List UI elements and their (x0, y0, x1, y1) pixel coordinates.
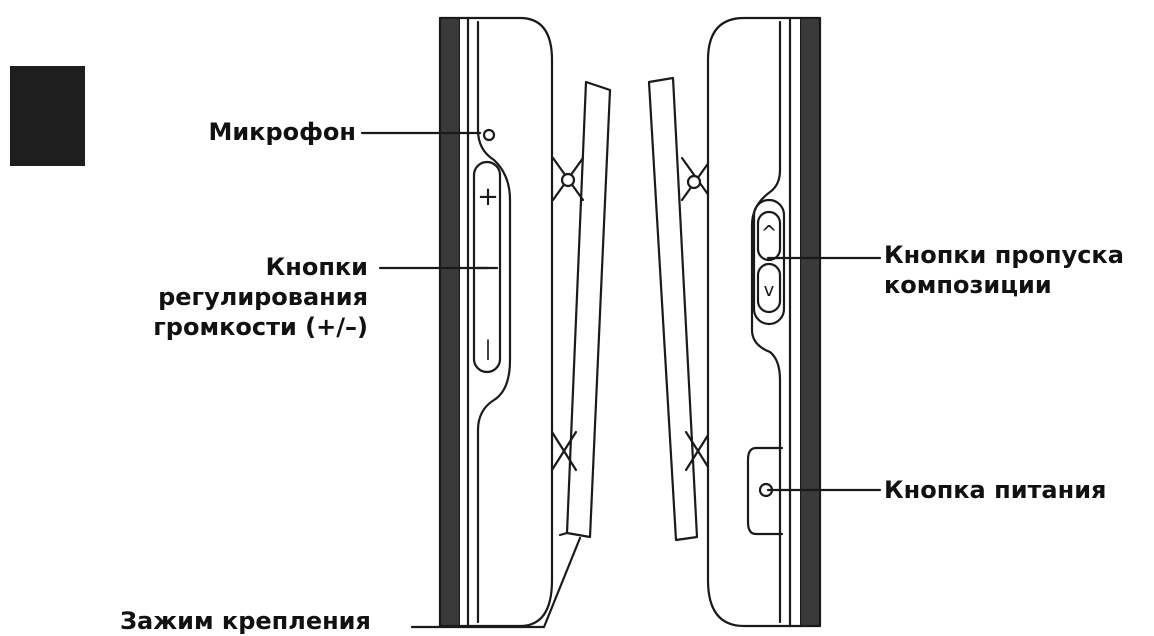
volume-label-line-3: громкости (+/–) (153, 313, 368, 341)
microphone-label: Микрофон (208, 118, 356, 146)
power-button-label: Кнопка питания (884, 476, 1107, 504)
volume-label-line-1: Кнопки (265, 253, 368, 281)
leader-clip (410, 536, 582, 629)
skip-buttons-label: Кнопки пропуска композиции (884, 240, 1124, 300)
volume-minus-mark: | (485, 336, 492, 360)
skip-label-line-1: Кнопки пропуска (884, 241, 1124, 269)
volume-buttons-label: Кнопки регулирования громкости (+/–) (153, 252, 368, 342)
volume-plus-mark: + (477, 182, 499, 212)
left-device-body (438, 16, 554, 628)
clip-label: Зажим крепления (120, 607, 371, 635)
dark-tab-marker (10, 66, 85, 166)
skip-up-mark: ^ (761, 221, 778, 245)
right-device-body (706, 16, 822, 628)
right-clip (647, 76, 714, 542)
skip-down-mark: v (764, 280, 775, 301)
volume-label-line-2: регулирования (158, 283, 368, 311)
left-clip (550, 80, 612, 539)
skip-label-line-2: композиции (884, 271, 1052, 299)
